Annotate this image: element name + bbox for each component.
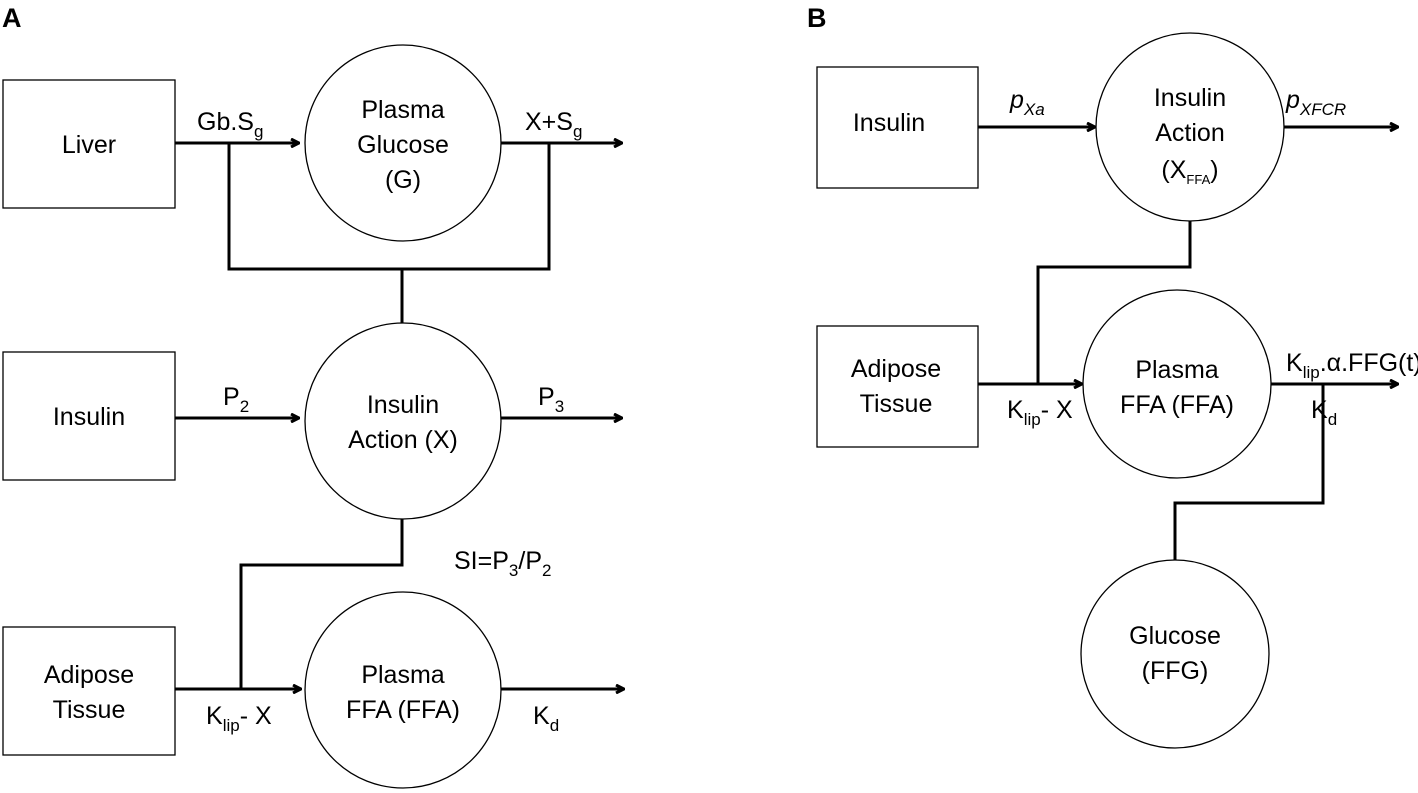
plasma-glucose-label-2: Glucose <box>357 131 449 159</box>
insulin-action-label-a-1: Insulin <box>367 391 439 419</box>
insulin-label-a: Insulin <box>53 403 125 431</box>
plasma-glucose-label-3: (G) <box>385 166 421 194</box>
adipose-label-b-2: Tissue <box>860 390 933 418</box>
plasma-ffa-label-b-1: Plasma <box>1135 356 1218 384</box>
adipose-label-a-2: Tissue <box>53 696 126 724</box>
adipose-label-b-1: Adipose <box>851 355 941 383</box>
insulin-action-label-b-3: (XFFA) <box>1161 156 1218 187</box>
insulin-action-node-a <box>304 322 502 520</box>
pxa-label: pXa <box>1009 86 1045 119</box>
klip-x-label-b: Klip- X <box>1007 396 1073 429</box>
insulin-action-label-b-1: Insulin <box>1154 84 1226 112</box>
glucose-ffg-node <box>1080 559 1270 749</box>
pxfcr-label: pXFCR <box>1285 86 1346 119</box>
p2-label: P2 <box>223 383 249 416</box>
plasma-ffa-label-a-2: FFA (FFA) <box>346 696 460 724</box>
adipose-box-a <box>2 626 176 756</box>
insulin-action-label-b-2: Action <box>1155 119 1224 147</box>
glucose-ffg-label-2: (FFG) <box>1142 657 1209 685</box>
insulin-box-a <box>2 351 176 481</box>
plasma-ffa-label-a-1: Plasma <box>361 661 444 689</box>
ffg-to-ffa-line <box>1173 384 1325 560</box>
plasma-ffa-node-b <box>1082 289 1272 479</box>
liver-label: Liver <box>62 131 116 159</box>
panel-b-letter: B <box>807 3 827 33</box>
x-sg-label: X+Sg <box>525 108 582 141</box>
plasma-ffa-node-a <box>304 591 502 789</box>
kd-label-a: Kd <box>533 702 559 735</box>
p3-label: P3 <box>538 383 564 416</box>
insulin-box-b <box>816 66 979 189</box>
insulin-action-label-a-2: Action (X) <box>348 426 458 454</box>
panel-b: B Insulin Adipose Tissue Insulin Action … <box>807 3 1418 749</box>
si-label: SI=P3/P2 <box>454 547 551 580</box>
kd-label-b: Kd <box>1311 396 1337 429</box>
glucose-feedback-line <box>227 143 551 271</box>
glucose-ffg-label-1: Glucose <box>1129 622 1221 650</box>
klip-x-label-a: Klip- X <box>206 702 272 735</box>
adipose-label-a-1: Adipose <box>44 661 134 689</box>
liver-box <box>2 79 176 209</box>
panel-a-letter: A <box>2 3 22 33</box>
action-to-ffa-line-b <box>1036 221 1192 384</box>
adipose-box-b <box>816 325 979 448</box>
plasma-glucose-label-1: Plasma <box>361 96 444 124</box>
plasma-ffa-label-b-2: FFA (FFA) <box>1120 391 1234 419</box>
panel-a: A Liver Insulin Adipose Tissue Plasma Gl… <box>2 3 624 789</box>
klip-alpha-ffg-label: Klip.α.FFG(t) <box>1286 349 1418 382</box>
insulin-label-b: Insulin <box>853 109 925 137</box>
gb-sg-label: Gb.Sg <box>197 108 263 141</box>
action-to-ffa-line <box>239 519 404 689</box>
